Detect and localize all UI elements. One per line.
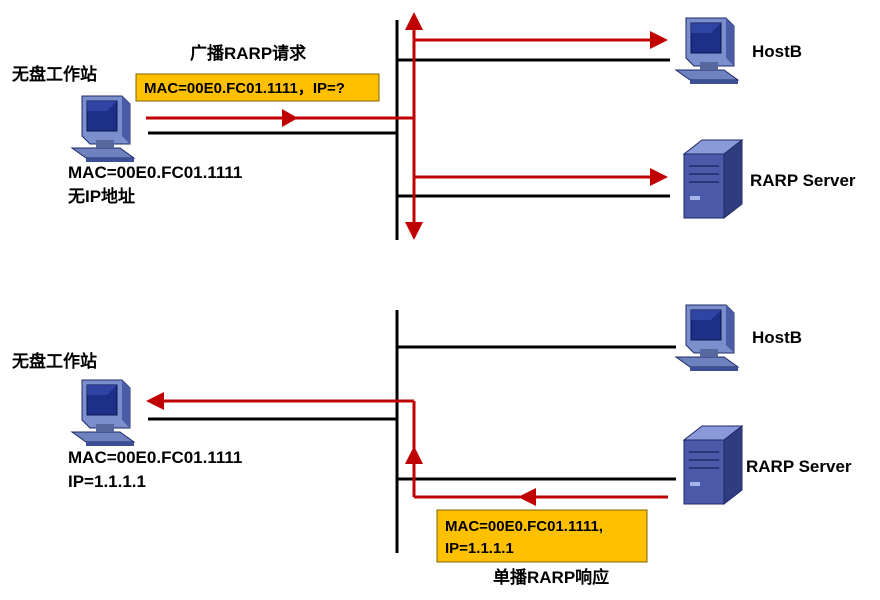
bottom-workstation-ip: IP=1.1.1.1 (68, 472, 146, 491)
top-rarp-server-icon (683, 139, 743, 219)
top-rarp-server-label: RARP Server (750, 171, 856, 190)
bottom-workstation-label: 无盘工作站 (11, 351, 97, 371)
broadcast-arrows (146, 12, 668, 240)
bottom-workstation-mac: MAC=00E0.FC01.1111 (68, 448, 242, 467)
top-workstation-ip: 无IP地址 (67, 186, 135, 206)
bottom-hostb-label: HostB (752, 328, 802, 347)
top-workstation-label: 无盘工作站 (11, 64, 97, 84)
unicast-response-arrows (146, 392, 668, 506)
bottom-hostb-computer-icon (675, 304, 739, 372)
bottom-response-note: MAC=00E0.FC01.1111, IP=1.1.1.1 (436, 509, 648, 563)
top-workstation-computer-icon (71, 95, 135, 163)
unicast-response-caption: 单播RARP响应 (493, 567, 609, 587)
bottom-rarp-server-label: RARP Server (746, 457, 852, 476)
top-hostb-computer-icon (675, 17, 739, 85)
bottom-response-note-line2: IP=1.1.1.1 (445, 540, 514, 557)
broadcast-request-caption: 广播RARP请求 (190, 43, 306, 63)
bottom-workstation-computer-icon (71, 379, 135, 447)
top-hostb-label: HostB (752, 42, 802, 61)
top-request-note-text: MAC=00E0.FC01.1111，IP=? (144, 80, 345, 97)
bottom-rarp-server-icon (683, 425, 743, 505)
top-workstation-mac: MAC=00E0.FC01.1111 (68, 163, 242, 182)
bottom-response-note-line1: MAC=00E0.FC01.1111, (445, 518, 603, 535)
top-request-note: MAC=00E0.FC01.1111，IP=? (135, 73, 380, 102)
